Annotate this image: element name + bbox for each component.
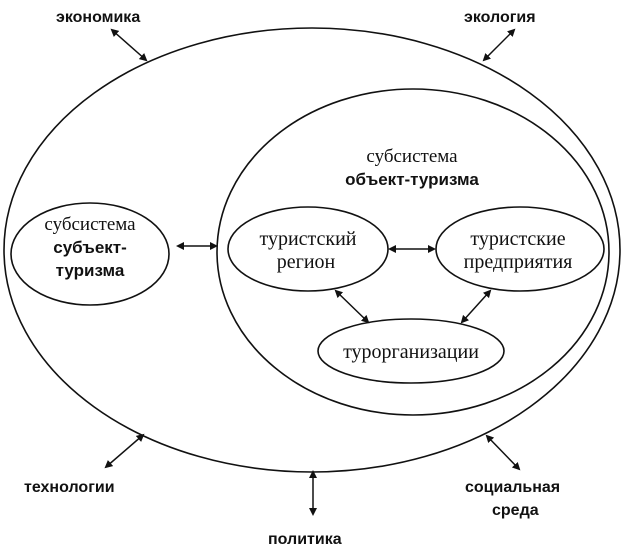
economy-arrow bbox=[110, 28, 148, 62]
tourist-enterprises-line1: туристские bbox=[470, 228, 565, 250]
region-organizations-arrow bbox=[334, 289, 370, 324]
subject-subsystem-line3: туризма bbox=[56, 261, 125, 280]
label-politics: политика bbox=[268, 531, 342, 548]
label-social-line2: среда bbox=[492, 502, 539, 519]
label-social-line1: социальная bbox=[465, 479, 560, 496]
subject-subsystem-ellipse bbox=[10, 202, 170, 306]
subject-subsystem-line2: субъект- bbox=[53, 238, 127, 257]
label-ecology: экология bbox=[464, 9, 536, 26]
tourist-region-line1: туристский bbox=[259, 228, 356, 250]
social-environment-arrow bbox=[485, 434, 521, 471]
enterprises-organizations-arrow bbox=[460, 289, 492, 324]
object-subsystem-line2: объект-туризма bbox=[345, 170, 479, 189]
subject-subsystem-line1: субсистема bbox=[44, 214, 136, 235]
label-technology: технологии bbox=[24, 479, 115, 496]
tourist-enterprises-line2: предприятия bbox=[464, 251, 573, 273]
tourist-region-line2: регион bbox=[277, 251, 336, 273]
object-subsystem-line1: субсистема bbox=[366, 146, 458, 167]
tour-organizations-label: туроргaнизации bbox=[343, 341, 479, 363]
label-economy: экономика bbox=[56, 9, 140, 26]
technology-arrow bbox=[104, 433, 145, 469]
object-subsystem-ellipse bbox=[216, 88, 610, 416]
tourist-enterprises-ellipse bbox=[435, 206, 605, 292]
tour-organizations-ellipse bbox=[317, 318, 505, 384]
ecology-arrow bbox=[482, 28, 516, 62]
